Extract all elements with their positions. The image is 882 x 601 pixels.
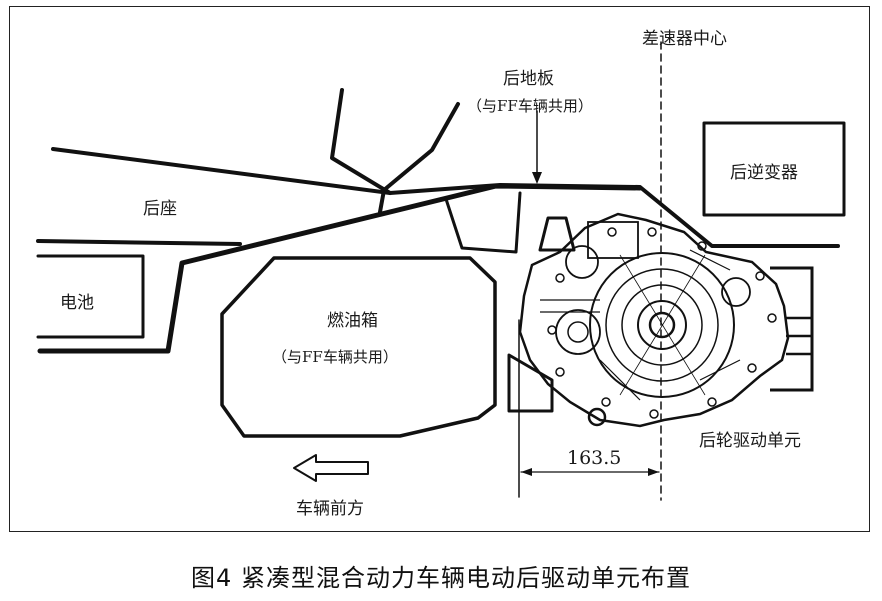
dimension-arrow-left bbox=[521, 468, 532, 476]
rear-drive-unit-label: 后轮驱动单元 bbox=[699, 431, 801, 451]
fuel-tank-outline bbox=[220, 256, 497, 438]
seat-frame-right bbox=[378, 102, 460, 214]
diff-center-label: 差速器中心 bbox=[642, 29, 727, 49]
rear-seat-lower-line bbox=[36, 239, 242, 246]
floor-pocket bbox=[444, 191, 522, 254]
fuel-tank-label: 燃油箱 bbox=[327, 311, 378, 331]
rear-inverter-box bbox=[702, 121, 846, 217]
rear-floor-label: 后地板 bbox=[503, 69, 554, 89]
dimension-value: 163.5 bbox=[567, 447, 622, 469]
seat-frame-left bbox=[330, 88, 392, 195]
rear-floor-arrowhead bbox=[532, 172, 542, 184]
battery-label: 电池 bbox=[60, 293, 94, 313]
battery-box bbox=[36, 254, 145, 339]
dimension-arrow-right bbox=[648, 468, 659, 476]
bracket-block bbox=[507, 353, 554, 413]
rear-inverter-label: 后逆变器 bbox=[730, 163, 798, 183]
vehicle-forward-label: 车辆前方 bbox=[296, 499, 364, 519]
rear-drive-unit-drawing bbox=[518, 212, 814, 428]
diagram-frame bbox=[9, 6, 870, 532]
rear-seat-label: 后座 bbox=[143, 199, 177, 219]
fuel-tank-note: （与FF车辆共用） bbox=[272, 348, 398, 366]
mount-top bbox=[538, 216, 576, 252]
rear-floor-note: （与FF车辆共用） bbox=[467, 97, 593, 115]
rear-floor-line bbox=[37, 183, 643, 354]
figure-caption: 图4 紧凑型混合动力车辆电动后驱动单元布置 bbox=[191, 564, 691, 592]
forward-arrow bbox=[293, 454, 369, 482]
